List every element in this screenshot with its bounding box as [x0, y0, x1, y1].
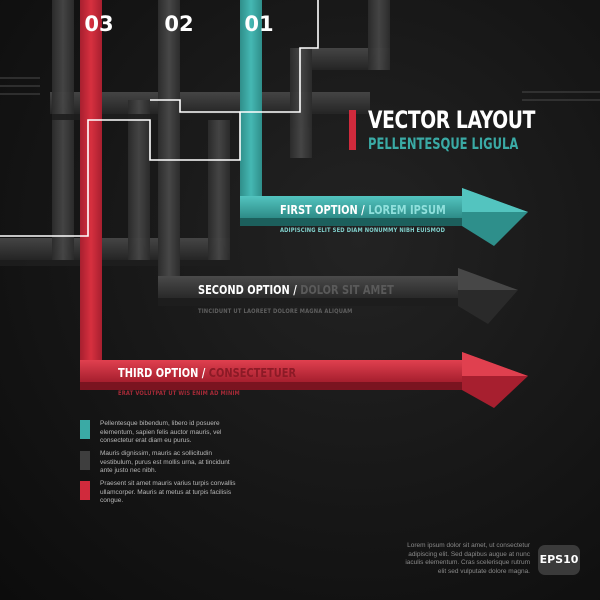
option-second-description: TINCIDUNT UT LAOREET DOLORE MAGNA ALIQUA… — [198, 307, 353, 315]
step-number-second: 02 — [164, 12, 194, 36]
step-number-third: 03 — [84, 12, 114, 36]
legend-text-second: Mauris dignissim, mauris ac sollicitudin… — [100, 450, 230, 474]
page-subtitle: PELLENTESQUE LIGULA — [368, 134, 519, 153]
option-third-label: THIRD OPTION / CONSECTETUER — [118, 366, 297, 380]
option-third-description: ERAT VOLUTPAT UT WIS ENIM AD MINIM — [118, 389, 240, 397]
step-number-first: 01 — [244, 12, 274, 36]
legend-text-first: Pellentesque bibendum, libero id posuere… — [100, 420, 222, 444]
legend-text-third: Praesent sit amet mauris varius turpis c… — [100, 480, 236, 504]
footer-text: Lorem ipsum dolor sit amet, ut consectet… — [405, 542, 530, 575]
legend-swatch-teal — [80, 420, 90, 439]
eps-badge: EPS10 — [538, 545, 580, 575]
legend-swatch-gray — [80, 451, 90, 470]
option-second-label: SECOND OPTION / DOLOR SIT AMET — [198, 283, 394, 297]
legend-swatch-red — [80, 481, 90, 500]
option-first-label: FIRST OPTION / LOREM IPSUM — [280, 203, 446, 217]
option-first-description: ADIPISCING ELIT SED DIAM NONUMMY NIBH EU… — [280, 226, 446, 234]
title-accent-bar — [349, 110, 356, 150]
page-title: VECTOR LAYOUT — [368, 106, 535, 134]
